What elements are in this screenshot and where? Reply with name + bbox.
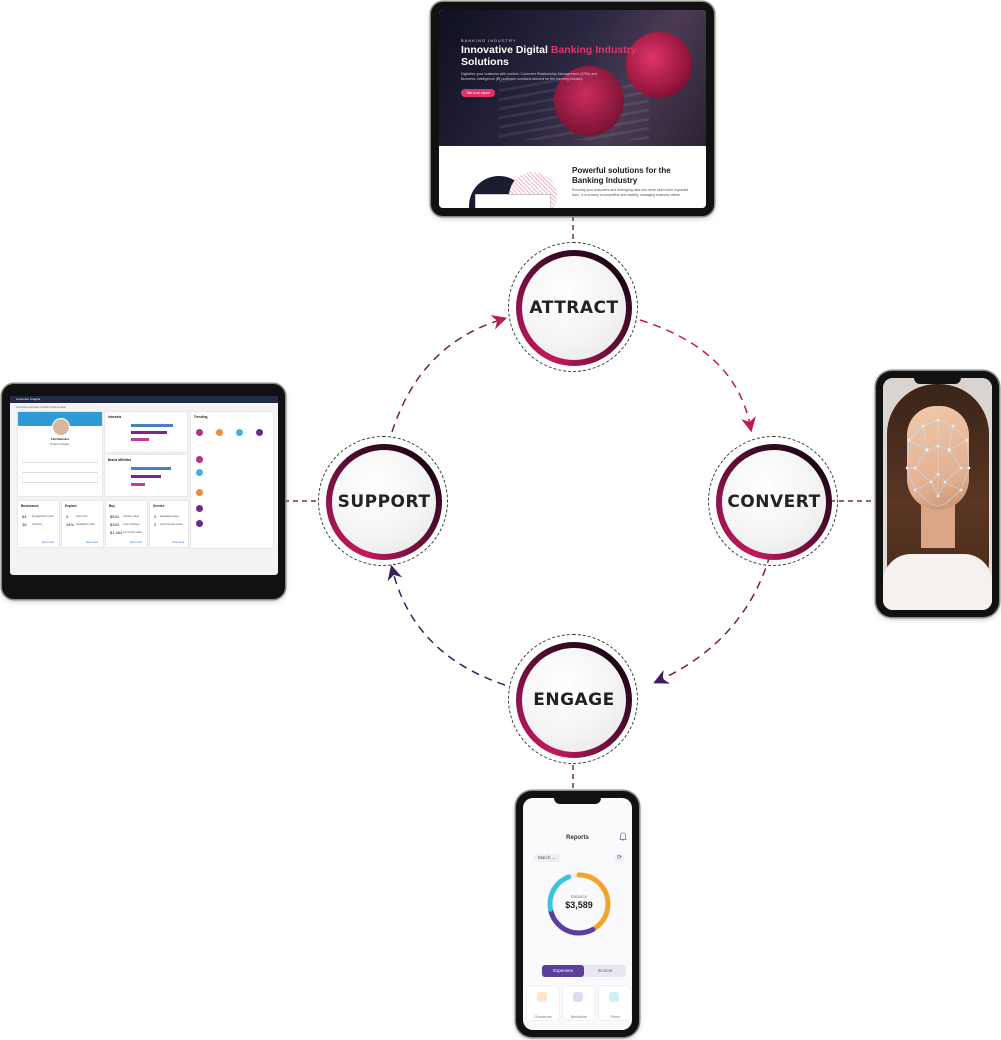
- decor-sphere: [626, 32, 692, 98]
- solutions-section: Powerful solutions for the Banking Indus…: [439, 146, 706, 208]
- section-text: Ensuring your customers and leveraging d…: [572, 188, 689, 197]
- timeline-icon: [196, 489, 203, 496]
- chevron-down-icon: ⌄: [550, 855, 556, 860]
- tab-expenses[interactable]: Expenses: [542, 965, 584, 977]
- interests-panel: Interests: [105, 412, 187, 452]
- category-medicine[interactable]: Medicine: [563, 986, 595, 1020]
- trending-panel: Trending: [191, 412, 273, 548]
- phone-notch: [554, 798, 601, 804]
- talk-to-expert-button[interactable]: Talk to an expert: [461, 89, 495, 97]
- interest-bar: [131, 431, 167, 435]
- category-groceries[interactable]: Groceries: [527, 986, 559, 1020]
- stage-attract: ATTRACT: [508, 242, 638, 372]
- stage-engage: ENGAGE: [508, 634, 638, 764]
- brand-affinities-panel: Brand affinities: [105, 455, 187, 496]
- stage-attract-label: ATTRACT: [529, 298, 619, 318]
- decor-sphere: [554, 66, 624, 136]
- category-food[interactable]: Food: [599, 986, 631, 1020]
- stage-convert: CONVERT: [708, 436, 838, 566]
- reports-app-screen: Reports March ⌄ ⟳ Balance $3,589 Expense…: [523, 798, 632, 1030]
- face-recognition-phone: [876, 371, 999, 617]
- section-mock-card: [475, 194, 551, 208]
- face-mesh-overlay: [905, 418, 971, 507]
- brand-bar: [131, 475, 161, 479]
- hero-banner: BANKING INDUSTRY Innovative Digital Bank…: [439, 10, 706, 146]
- stage-support: SUPPORT: [318, 436, 448, 566]
- donut-segment-orange: [547, 872, 611, 936]
- customer-dashboard-tablet: Customer Insights Overview Activities In…: [2, 384, 285, 599]
- timeline-icon: [196, 505, 203, 512]
- profile-name: Patti Melendez: [50, 438, 70, 441]
- hero-description: Digitalize your business with modern Cus…: [461, 72, 598, 81]
- avatar: [52, 418, 70, 436]
- hero-kicker: BANKING INDUSTRY: [461, 38, 517, 43]
- tab-income[interactable]: Income: [597, 968, 613, 973]
- reports-app-phone: Reports March ⌄ ⟳ Balance $3,589 Expense…: [516, 791, 639, 1037]
- medicine-icon: [573, 992, 583, 1002]
- activity-icon: [216, 429, 223, 436]
- food-icon: [609, 992, 619, 1002]
- donut-segment-cyan: [547, 872, 611, 936]
- bell-icon[interactable]: [619, 832, 627, 841]
- trending-title: Trending: [194, 415, 208, 419]
- stage-convert-label: CONVERT: [727, 492, 821, 512]
- arc-support-to-attract: [391, 315, 508, 433]
- brand-bar: [131, 467, 171, 471]
- view-more-link[interactable]: View more: [130, 541, 143, 544]
- dashboard-tabs[interactable]: Overview Activities Insights Data Detail…: [16, 405, 66, 409]
- interest-bar: [131, 424, 173, 428]
- kpi-card-buy: Buy $544 Lifetime value $163 Last purcha…: [106, 501, 147, 547]
- kpi-card-service: Service 0 Escalated cases 2 Open service…: [150, 501, 188, 547]
- timeline-icon: [196, 469, 203, 476]
- banking-website-screen: BANKING INDUSTRY Innovative Digital Bank…: [439, 10, 706, 208]
- view-more-link[interactable]: View more: [86, 541, 99, 544]
- refresh-icon[interactable]: ⟳: [615, 854, 624, 862]
- dashboard-screen: Customer Insights Overview Activities In…: [10, 396, 278, 575]
- balance-readout: Balance $3,589: [544, 894, 614, 910]
- groceries-icon: [537, 992, 547, 1002]
- reports-title: Reports: [566, 835, 589, 841]
- timeline-icon: [196, 456, 203, 463]
- kpi-card-businesses: Businesses 84 Engagement score 36 Activi…: [18, 501, 59, 547]
- interest-bar: [131, 438, 149, 442]
- interests-title: Interests: [108, 415, 122, 419]
- expense-income-toggle: Expenses Income: [542, 965, 626, 977]
- timeline-icon: [196, 520, 203, 527]
- activity-icon: [196, 429, 203, 436]
- profile-role: Project manager: [50, 443, 70, 446]
- activity-icon: [236, 429, 243, 436]
- stage-engage-label: ENGAGE: [533, 690, 615, 710]
- arc-convert-to-engage: [653, 554, 771, 684]
- balance-value: $3,589: [565, 900, 593, 910]
- donut-segment-purple: [547, 872, 611, 936]
- dashboard-topbar: Customer Insights: [10, 396, 278, 403]
- portrait-shirt: [883, 554, 992, 610]
- hero-title: Innovative Digital Banking Industry Solu…: [461, 44, 637, 68]
- kpi-card-explore: Explore 4 Open rate 44% Satisfaction rat…: [62, 501, 103, 547]
- section-heading: Powerful solutions for the Banking Indus…: [572, 166, 671, 185]
- activity-icon: [256, 429, 263, 436]
- month-select[interactable]: March ⌄: [534, 854, 560, 862]
- profile-card: Patti Melendez Project manager: [18, 412, 102, 496]
- brand-bar: [131, 483, 145, 487]
- phone-notch: [914, 378, 961, 384]
- banking-website-tablet: BANKING INDUSTRY Innovative Digital Bank…: [431, 2, 714, 216]
- arc-engage-to-support: [387, 564, 506, 686]
- arc-attract-to-convert: [639, 319, 756, 433]
- view-more-link[interactable]: View more: [172, 541, 185, 544]
- face-recognition-screen: [883, 378, 992, 610]
- view-more-link[interactable]: View more: [42, 541, 55, 544]
- brand-affinities-title: Brand affinities: [108, 458, 132, 462]
- stage-support-label: SUPPORT: [337, 492, 431, 512]
- balance-donut-chart: [547, 872, 611, 936]
- balance-label: Balance: [570, 894, 588, 899]
